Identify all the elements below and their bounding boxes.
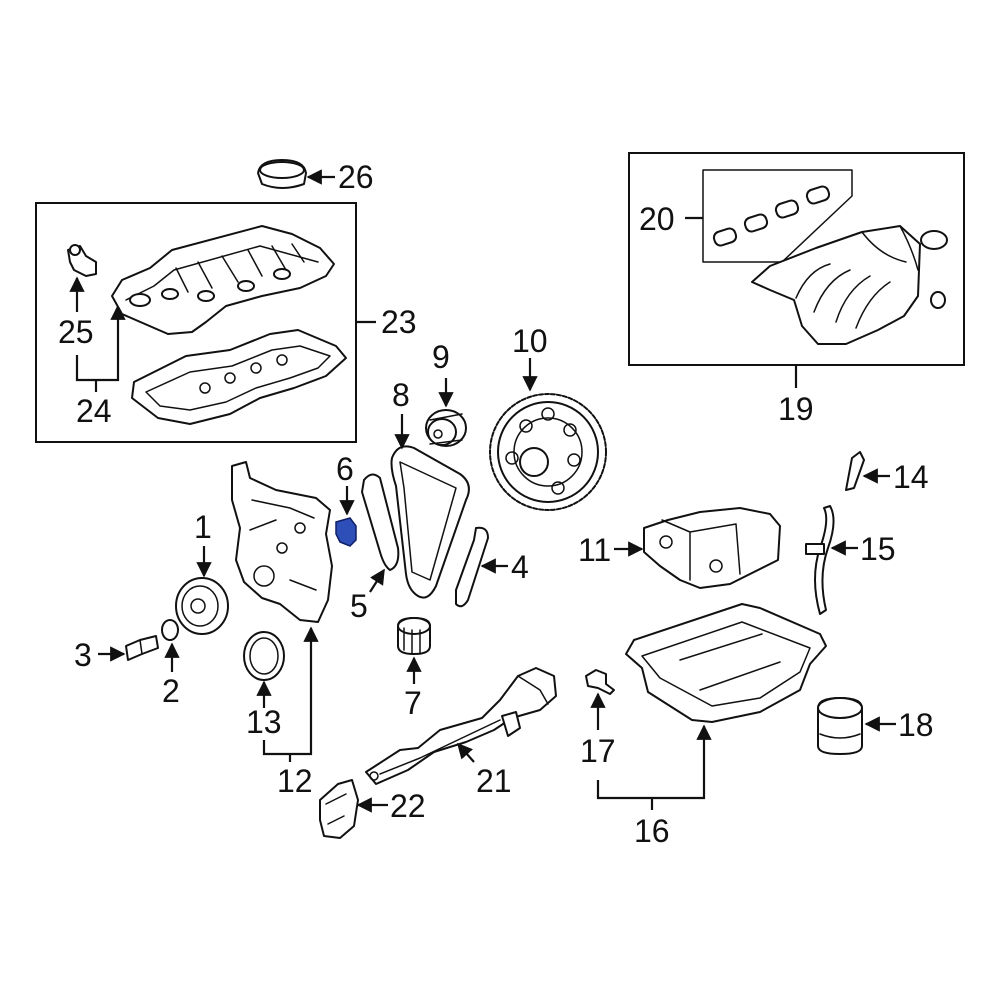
callout-18[interactable]: 18	[898, 707, 934, 743]
washer-part[interactable]	[161, 619, 179, 641]
callout-10[interactable]: 10	[512, 323, 548, 359]
leader-24	[75, 304, 126, 382]
callout-21[interactable]: 21	[476, 763, 512, 799]
callout-6[interactable]: 6	[336, 451, 354, 487]
cam-phaser-part[interactable]	[425, 409, 467, 447]
oil-pickup-bracket-part[interactable]	[365, 667, 557, 785]
callout-9[interactable]: 9	[432, 339, 450, 375]
timing-chain-inner	[399, 461, 457, 581]
timing-cover-part[interactable]	[231, 461, 333, 623]
timing-chain-part[interactable]	[390, 445, 470, 599]
callout-7[interactable]: 7	[404, 685, 422, 721]
valve-cover-gasket-part[interactable]	[131, 329, 347, 425]
callout-26[interactable]: 26	[338, 159, 374, 195]
drain-plug-part[interactable]	[585, 669, 615, 695]
chain-tensioner-guide-part[interactable]	[455, 526, 489, 608]
oil-pump-part[interactable]	[643, 507, 781, 589]
oil-filler-cap-part[interactable]	[257, 159, 307, 189]
callout-24[interactable]: 24	[76, 393, 112, 429]
callout-4[interactable]: 4	[511, 549, 529, 585]
callout-16[interactable]: 16	[634, 813, 670, 849]
oil-pan-part[interactable]	[625, 603, 827, 723]
callout-15[interactable]: 15	[860, 531, 896, 567]
intake-manifold-part[interactable]	[751, 225, 948, 345]
oil-filter-part[interactable]	[817, 697, 863, 755]
callout-14[interactable]: 14	[893, 459, 929, 495]
leader-12	[262, 626, 319, 756]
callout-11[interactable]: 11	[578, 532, 611, 568]
callout-17[interactable]: 17	[580, 733, 616, 769]
callout-22[interactable]: 22	[390, 788, 426, 824]
callout-13[interactable]: 13	[246, 704, 282, 740]
intake-gasket-set-part[interactable]	[712, 185, 831, 247]
callout-25[interactable]: 25	[58, 314, 94, 350]
small-bracket-part[interactable]	[319, 779, 359, 839]
dipstick-part[interactable]	[845, 451, 865, 491]
crankshaft-sprocket-part[interactable]	[397, 617, 431, 655]
callout-3[interactable]: 3	[74, 637, 92, 673]
callout-12[interactable]: 12	[277, 763, 313, 799]
crankshaft-pulley-part[interactable]	[175, 577, 229, 635]
leader-5	[369, 568, 385, 593]
callout-8[interactable]: 8	[392, 377, 410, 413]
camshaft-sprocket-part[interactable]	[489, 393, 607, 511]
callout-1[interactable]: 1	[194, 509, 212, 545]
leader-21	[456, 742, 475, 763]
gasket-set-bracket	[702, 169, 853, 263]
dipstick-tube-part[interactable]	[805, 505, 835, 615]
callout-19[interactable]: 19	[778, 391, 814, 427]
crank-bolt-part[interactable]	[125, 635, 159, 661]
chain-guide-left-part[interactable]	[361, 473, 400, 571]
pcv-valve-part[interactable]	[67, 244, 97, 277]
callout-23[interactable]: 23	[381, 304, 417, 340]
callout-5[interactable]: 5	[350, 588, 368, 624]
valve-cover-part[interactable]	[111, 225, 335, 335]
chain-tensioner-part[interactable]	[335, 517, 357, 547]
front-crank-seal-part[interactable]	[243, 631, 285, 681]
callout-20[interactable]: 20	[639, 201, 675, 237]
callout-2[interactable]: 2	[162, 673, 180, 709]
